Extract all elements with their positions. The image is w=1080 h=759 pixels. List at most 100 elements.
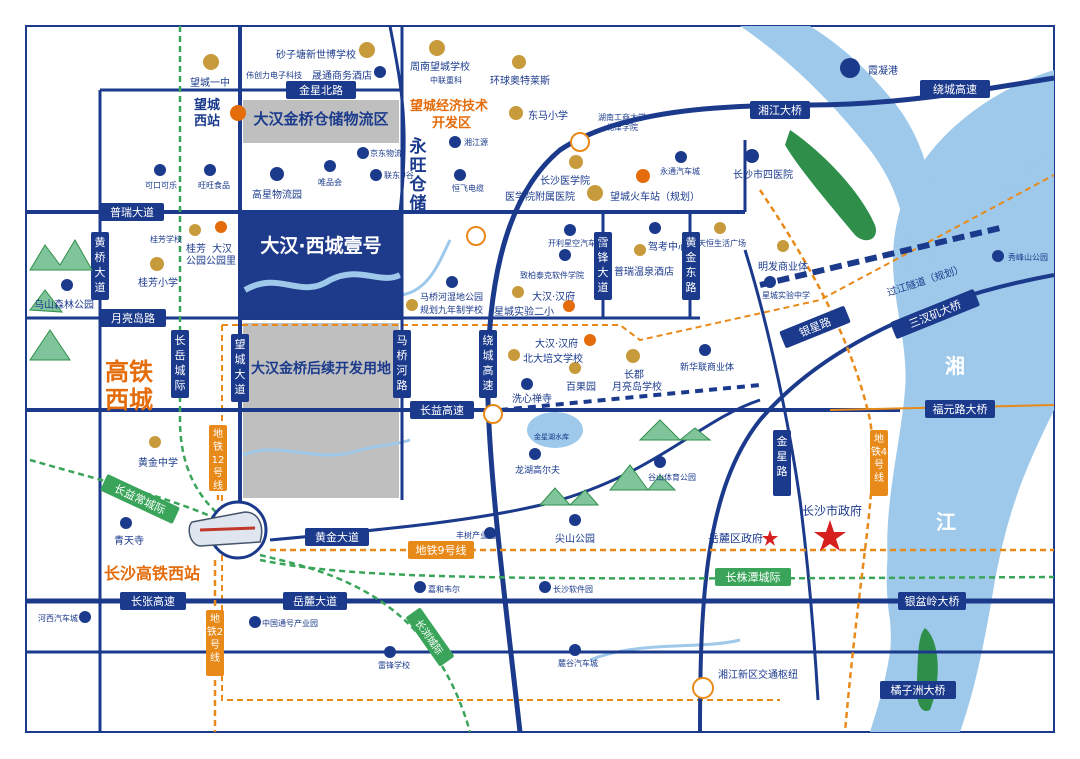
poi-label: 长沙医学院 [540, 176, 590, 187]
river-upper [740, 26, 935, 280]
poi-label: 砂子塘新世博学校 [276, 50, 356, 61]
poi-label: 湘江新区交通枢纽 [718, 670, 798, 681]
road-purui: 普瑞大道 [110, 206, 154, 219]
poi-label: 天恒生活广场 [698, 239, 746, 248]
poi-markers [61, 40, 1004, 658]
island-north [785, 130, 876, 241]
poi-label: 规划九年制学校 [420, 306, 484, 316]
road-jinxing-north: 金星北路 [299, 84, 343, 97]
poi-label: 长郡 [624, 370, 644, 381]
jinxing-lake [527, 412, 583, 448]
poi-label: 普瑞温泉酒店 [614, 267, 674, 278]
poi-label: 中联重科 [430, 76, 462, 85]
poi-label: 湘江源 [464, 138, 488, 147]
metro-9-label: 地铁9号线 [415, 544, 467, 557]
poi-label: 北大培文学校 [523, 354, 583, 365]
intercity-changzhutan: 长株潭城际 [725, 571, 781, 584]
metro-label-boxes [206, 425, 888, 676]
river-lower [870, 150, 1054, 732]
interchange-icon [483, 404, 503, 424]
road-changyi: 长益高速 [420, 404, 464, 417]
poi-label: 东马小学 [528, 111, 568, 122]
road-yueliangdao: 月亮岛路 [111, 312, 155, 325]
poi-label: 洗心禅寺 [512, 394, 552, 405]
poi-label: 湖南工商大学 [598, 113, 646, 122]
yuelu-gov-star-icon [762, 530, 778, 546]
poi-label: 晟通商务酒店 [312, 71, 372, 82]
hsr-station-label: 长沙高铁西站 [104, 564, 201, 583]
poi-label: 周南望城学校 [410, 62, 470, 73]
poi-label: 旺旺食品 [198, 181, 230, 190]
poi-label: 环球奥特莱斯 [490, 76, 550, 87]
poi-label: 月亮岛学校 [612, 382, 662, 393]
river-label-1: 湘 [945, 354, 965, 378]
poi-label: 恒飞电缆 [452, 184, 484, 193]
road-maqiaohe: 马桥河路 [396, 334, 408, 392]
poi-label: 望城西站 [194, 98, 221, 129]
poi-label: 长沙软件园 [553, 585, 593, 594]
poi-label: 北津学院 [606, 123, 638, 132]
poi-label: 致柏泰克软件学院 [520, 271, 584, 280]
road-huangjin-east: 黄金东路 [685, 236, 697, 294]
road-jinxing: 金星路 [776, 435, 788, 478]
poi-label: 谷山体育公园 [648, 473, 696, 482]
poi-label: 可口可乐 [145, 181, 177, 190]
poi-label: 长沙市政府 [802, 504, 863, 518]
road-leifeng: 雷锋大道 [597, 236, 609, 294]
poi-label: 河西汽车城 [38, 614, 78, 623]
zone-warehouse: 大汉金桥仓储物流区 [253, 110, 389, 128]
interchange-icon [570, 132, 590, 152]
bridge-yinpenling: 银盆岭大桥 [904, 595, 960, 608]
econ-zone-line1: 望城经济技术 [410, 99, 489, 114]
metro-2-label: 地铁2号线 [206, 614, 224, 664]
poi-label: 金星湖水库 [534, 433, 569, 441]
poi-label: 永通汽车城 [660, 167, 700, 176]
cs-gov-star-icon [814, 520, 846, 551]
metro-12-label: 地铁12号线 [211, 429, 225, 492]
poi-label: 龙湖高尔夫 [515, 466, 561, 476]
project-highlight [240, 214, 402, 320]
poi-label: 京东物流 [370, 149, 402, 158]
econ-zone-line2: 开发区 [432, 116, 472, 131]
metro-4-label: 地铁4号线 [870, 434, 888, 484]
road-huangjin-ave: 黄金大道 [315, 531, 359, 544]
hsr-west-line2: 西城 [105, 386, 153, 414]
poi-label: 麓谷汽车城 [558, 659, 598, 668]
poi-label: 望城火车站（规划） [610, 192, 700, 203]
poi-label: 医学院附属医院 [505, 192, 575, 203]
road-wangcheng-ave: 望城大道 [234, 338, 246, 396]
poi-label: 星城实验二小 [494, 307, 554, 318]
poi-label: 黄金中学 [138, 458, 178, 469]
poi-label: 乌山森林公园 [34, 300, 94, 311]
poi-label: 马桥河湿地公园 [420, 293, 484, 303]
poi-label: 大汉·汉府 [535, 339, 579, 350]
hsr-west-line1: 高铁 [105, 358, 153, 386]
poi-label: 桂芳学校 [150, 235, 182, 244]
road-label-boxes [91, 80, 995, 699]
poi-label: 星城实验中学 [762, 291, 810, 300]
bridge-fuyuan: 福元路大桥 [932, 403, 988, 416]
poi-label: 唯品会 [318, 178, 342, 187]
road-raocheng-top: 绕城高速 [933, 83, 977, 96]
bridge-juzizhou: 橘子洲大桥 [890, 684, 946, 697]
poi-label: 雷锋学校 [378, 661, 410, 670]
poi-label: 岳麓区政府 [708, 532, 763, 545]
transport-hub-icon [692, 677, 714, 699]
poi-label: 开利星空汽车城 [548, 239, 604, 248]
interchange-icon [466, 226, 486, 246]
road-raocheng: 绕城高速 [482, 334, 494, 392]
poi-label: 中国通号产业园 [262, 619, 318, 628]
mountain-icons [29, 239, 712, 506]
poi-label: 霞凝港 [868, 66, 898, 77]
project-stream [243, 271, 402, 293]
poi-label: 望城一中 [190, 78, 230, 89]
guojiang-tunnel [759, 225, 1001, 288]
poi-label: 青天寺 [114, 536, 144, 547]
poi-label: 公园里 [206, 256, 236, 267]
intercity-label-boxes [100, 474, 791, 666]
river-label-2: 江 [936, 510, 956, 534]
road-yuelu-ave: 岳麓大道 [293, 595, 337, 608]
poi-label: 明发商业体 [758, 262, 808, 273]
poi-label: 秀峰山公园 [1008, 253, 1048, 262]
